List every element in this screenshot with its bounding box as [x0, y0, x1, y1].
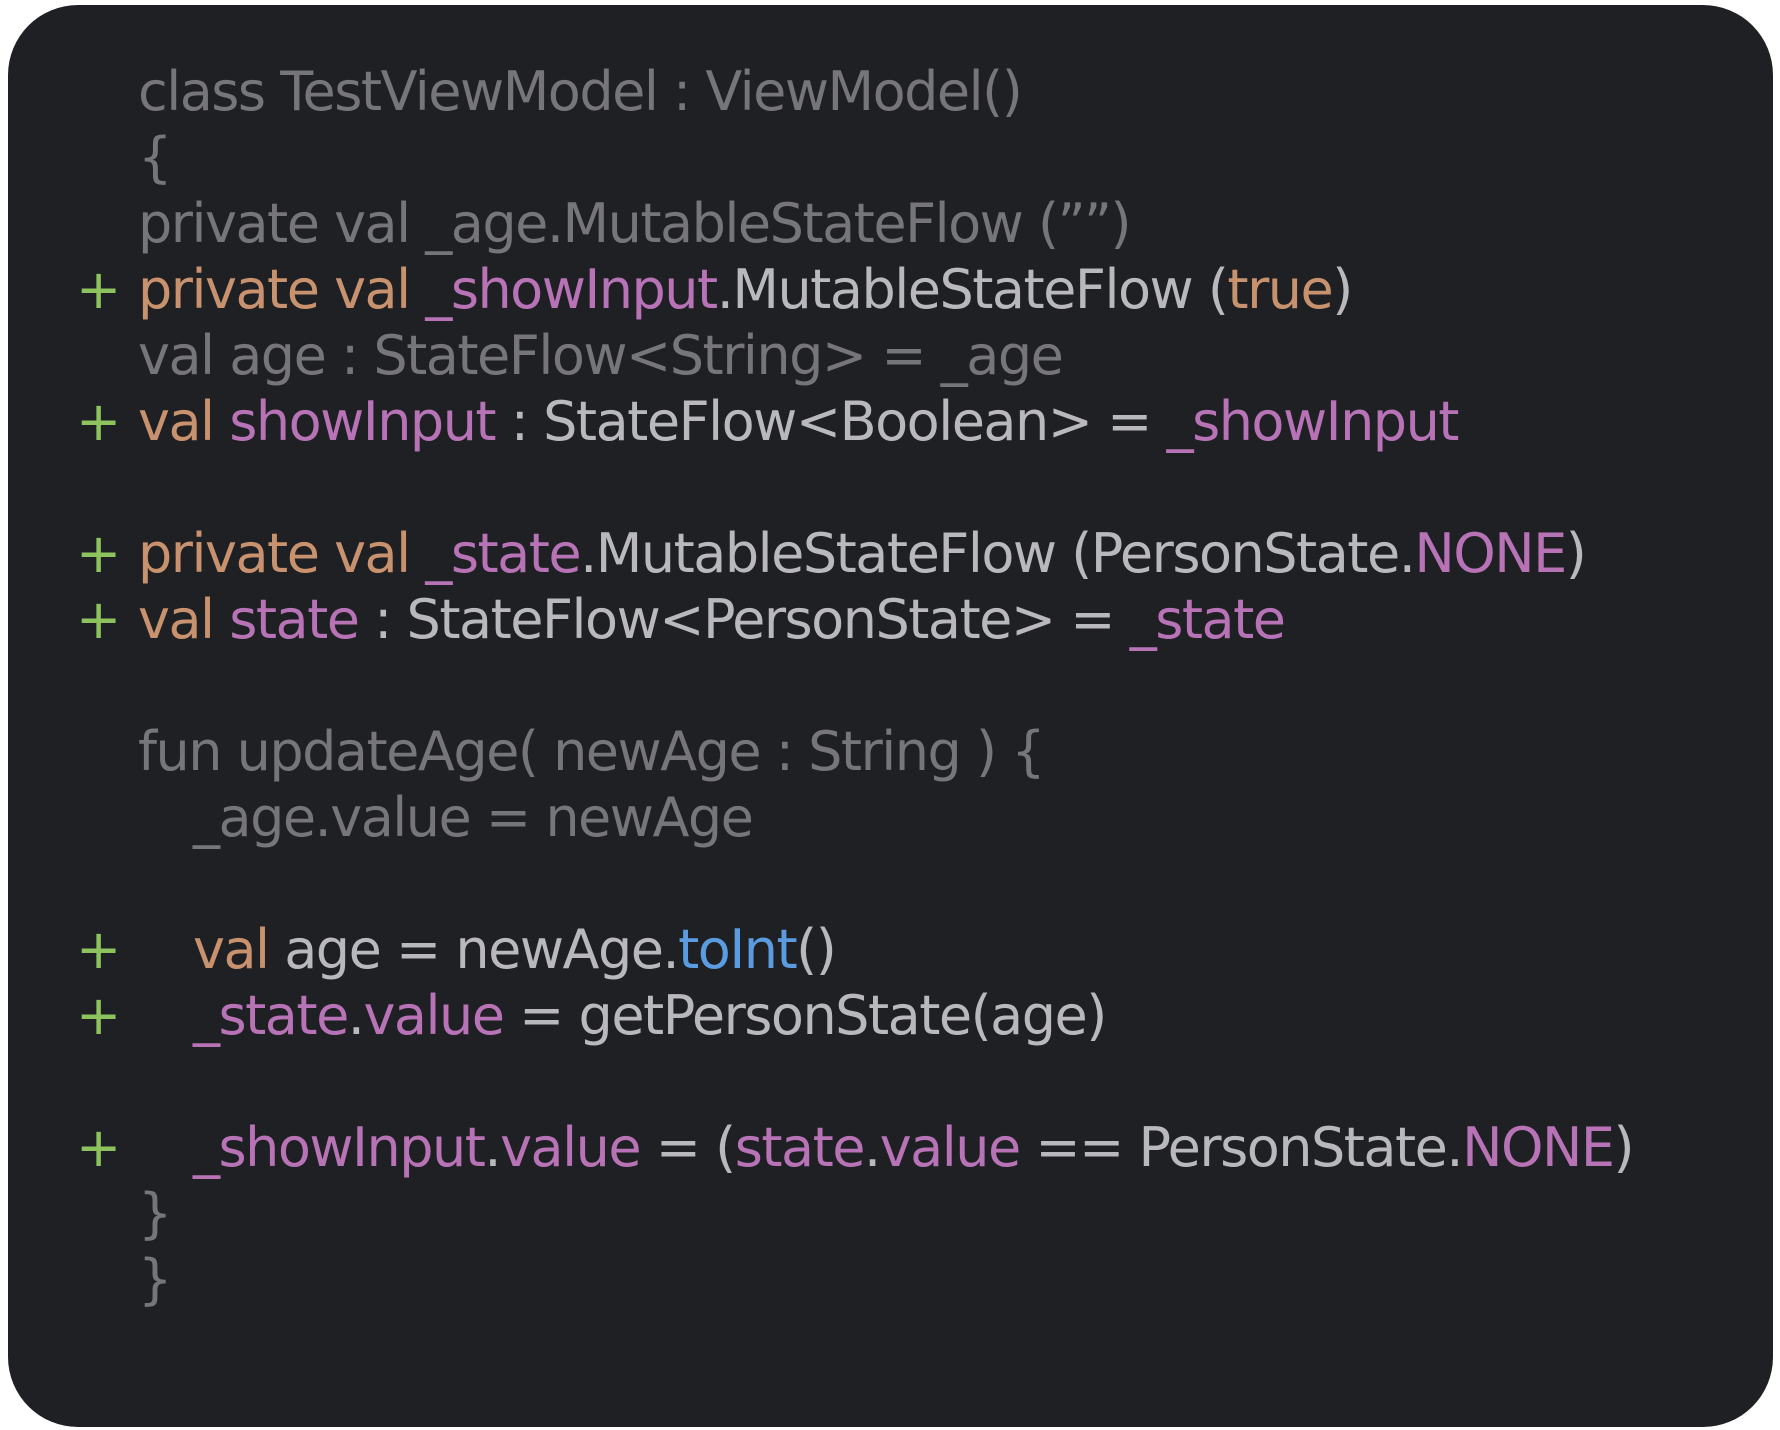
- code-token: = (: [640, 1116, 736, 1179]
- code-token: _showInput: [1166, 390, 1460, 453]
- code-token: age = newAge.: [284, 918, 679, 981]
- code-line: + private val _showInput.MutableStateFlow…: [76, 257, 1633, 323]
- added-line-marker: +: [76, 522, 121, 585]
- code-token: state: [734, 1116, 866, 1179]
- code-content: _age.value = newAge: [138, 786, 754, 849]
- code-token: : StateFlow<PersonState> =: [358, 588, 1130, 651]
- code-token: .: [347, 984, 365, 1047]
- code-line: +_showInput.value = (state.value == Pers…: [76, 1115, 1635, 1181]
- code-token: {: [138, 126, 172, 189]
- code-line: val age : StateFlow<String> = _age: [76, 323, 1633, 389]
- added-line-marker: +: [76, 918, 121, 981]
- code-token: value: [500, 1116, 642, 1179]
- code-line: private val _age.MutableStateFlow (””): [76, 191, 1633, 257]
- code-token: value: [879, 1116, 1022, 1179]
- code-token: private val _age.MutableStateFlow (””): [138, 192, 1132, 255]
- code-content: private val _state.MutableStateFlow (Per…: [138, 522, 1587, 585]
- code-content: {: [138, 126, 172, 189]
- code-content: private val _showInput.MutableStateFlow …: [138, 258, 1353, 321]
- code-token: showInput: [229, 390, 496, 453]
- code-line: [76, 851, 1633, 917]
- code-line: class TestViewModel : ViewModel(): [76, 59, 1633, 125]
- code-line: + _state.value = getPersonState(age): [76, 983, 1633, 1049]
- code-token: .: [484, 1116, 501, 1179]
- code-token: fun updateAge( newAge : String ) {: [138, 720, 1046, 783]
- code-content: private val _age.MutableStateFlow (””): [138, 192, 1132, 255]
- code-token: toInt: [678, 918, 798, 981]
- code-content: _showInput.value = (state.value == Perso…: [138, 1116, 1635, 1179]
- code-token: _state: [1129, 588, 1286, 651]
- code-line: }: [76, 1247, 1633, 1313]
- code-block: class TestViewModel : ViewModel(){privat…: [76, 59, 1635, 1313]
- code-token: private val: [138, 258, 426, 321]
- code-token: val age : StateFlow<String> = _age: [138, 324, 1064, 387]
- added-line-marker: +: [76, 1116, 121, 1179]
- added-line-marker: +: [76, 258, 121, 321]
- added-line-marker: +: [76, 984, 121, 1047]
- code-line: [76, 1049, 1633, 1115]
- code-token: _showInput: [193, 1116, 486, 1179]
- code-content: val showInput : StateFlow<Boolean> = _sh…: [138, 390, 1460, 453]
- code-token: ): [1565, 522, 1587, 585]
- code-token: _state: [425, 522, 581, 585]
- code-content: class TestViewModel : ViewModel(): [138, 60, 1023, 123]
- code-token: NONE: [1462, 1116, 1615, 1179]
- code-token: ): [1332, 258, 1353, 321]
- code-token: value: [363, 984, 505, 1047]
- code-line: + val age = newAge.toInt(): [76, 917, 1633, 983]
- code-line: fun updateAge( newAge : String ) {: [76, 719, 1633, 785]
- code-token: state: [229, 588, 360, 651]
- code-content: val state : StateFlow<PersonState> = _st…: [138, 588, 1286, 651]
- added-line-marker: +: [76, 390, 121, 453]
- code-token: val: [138, 588, 230, 651]
- code-line: _age.value = newAge: [76, 785, 1633, 851]
- code-line: + private val _state.MutableStateFlow (Pe…: [76, 521, 1633, 587]
- code-token: : StateFlow<Boolean> =: [495, 390, 1167, 453]
- code-token: _age.value = newAge: [193, 786, 754, 849]
- code-content: fun updateAge( newAge : String ) {: [138, 720, 1046, 783]
- code-token: private val: [138, 522, 426, 585]
- code-token: true: [1227, 258, 1333, 321]
- code-token: val: [193, 918, 285, 981]
- code-token: ): [1613, 1116, 1635, 1179]
- code-content: }: [138, 1248, 172, 1311]
- code-line: [76, 455, 1633, 521]
- code-token: class TestViewModel : ViewModel(): [138, 60, 1023, 123]
- code-line: [76, 653, 1633, 719]
- code-line: + val showInput : StateFlow<Boolean> = _s…: [76, 389, 1633, 455]
- code-token: (): [796, 918, 837, 981]
- code-token: _showInput: [425, 258, 718, 321]
- code-token: _state: [193, 984, 349, 1047]
- code-token: }: [138, 1248, 172, 1311]
- code-content: }: [138, 1182, 172, 1245]
- code-content: val age : StateFlow<String> = _age: [138, 324, 1064, 387]
- code-token: val: [138, 390, 230, 453]
- code-content: _state.value = getPersonState(age): [138, 984, 1107, 1047]
- code-token: }: [138, 1182, 172, 1245]
- code-line: + val state : StateFlow<PersonState> = _s…: [76, 587, 1633, 653]
- code-token: = getPersonState(age): [503, 984, 1107, 1047]
- code-token: .MutableStateFlow (: [716, 258, 1229, 321]
- code-token: NONE: [1414, 522, 1567, 585]
- code-token: .: [864, 1116, 881, 1179]
- code-line: {: [76, 125, 1633, 191]
- code-token: .MutableStateFlow (PersonState.: [580, 522, 1416, 585]
- code-line: }: [76, 1181, 1633, 1247]
- code-content: val age = newAge.toInt(): [138, 918, 837, 981]
- added-line-marker: +: [76, 588, 121, 651]
- code-card: class TestViewModel : ViewModel(){privat…: [8, 5, 1773, 1427]
- code-token: == PersonState.: [1019, 1116, 1463, 1179]
